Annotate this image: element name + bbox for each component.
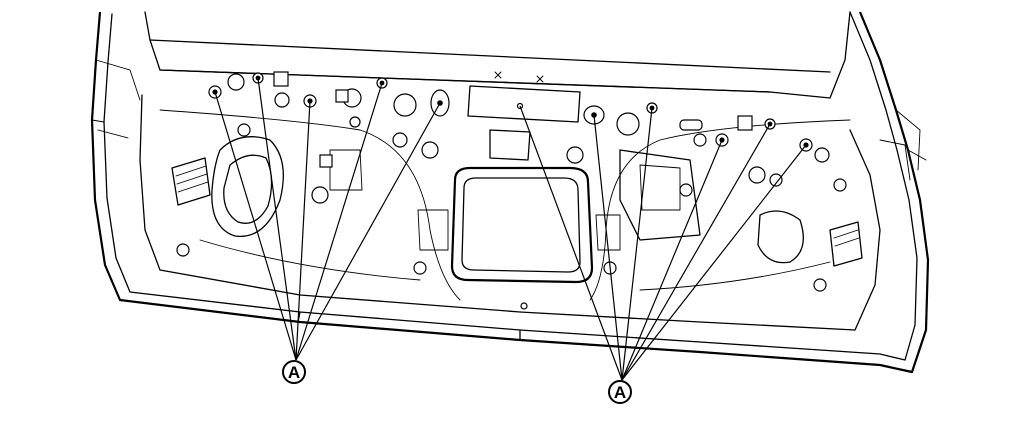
callout-circle [608, 380, 632, 404]
callout-label: A [614, 383, 626, 402]
callout-a-right: A [608, 380, 632, 404]
callout-a-left: A [282, 360, 306, 384]
callout-label: A [288, 363, 300, 382]
leader-lines [214, 77, 807, 381]
callout-circle [282, 360, 306, 384]
inner-panel-details [159, 71, 863, 310]
door-outline [90, 11, 930, 374]
clip-locations [208, 72, 813, 152]
